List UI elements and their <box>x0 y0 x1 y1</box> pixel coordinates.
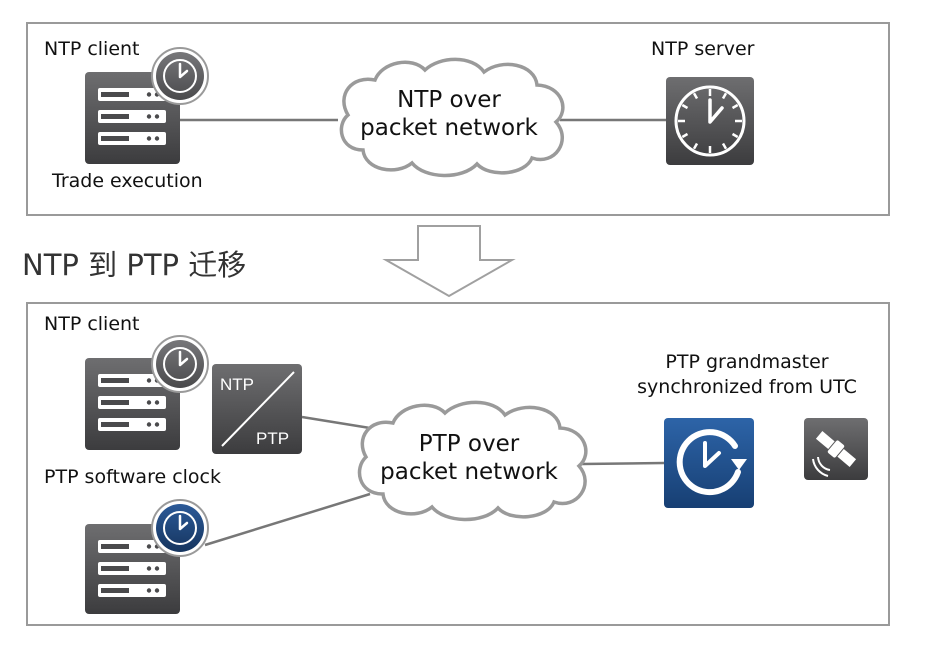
converter-top-label: NTP <box>220 375 254 394</box>
clock-icon <box>151 47 209 105</box>
server-icon <box>85 72 180 164</box>
satellite-icon <box>804 418 868 480</box>
ptp-software-clock-label: PTP software clock <box>44 466 221 488</box>
ntp-server-label: NTP server <box>651 38 755 60</box>
link-softclock-to-cloud <box>204 492 371 547</box>
server-icon <box>85 358 180 450</box>
down-arrow-icon <box>382 225 516 298</box>
ntp-server-clock-icon <box>666 77 754 165</box>
grandmaster-clock-icon <box>664 418 754 508</box>
converter-icon: NTP PTP <box>212 364 302 454</box>
link-converter-to-cloud <box>301 415 371 430</box>
cloud-icon <box>357 400 588 522</box>
ptp-cloud-line2: packet network <box>380 459 558 485</box>
ntp-client-label: NTP client <box>44 313 140 335</box>
software-clock-icon <box>151 499 209 557</box>
server-icon <box>85 524 180 614</box>
trade-execution-label: Trade execution <box>52 170 203 192</box>
grandmaster-line2: synchronized from UTC <box>637 376 857 398</box>
cloud-icon <box>339 57 565 178</box>
ptp-cloud-label: PTP over packet network <box>369 430 569 486</box>
ntp-cloud-label: NTP over packet network <box>349 86 549 142</box>
clock-icon <box>151 335 209 393</box>
link-cloud-to-grandmaster <box>581 461 665 466</box>
grandmaster-line1: PTP grandmaster <box>665 351 829 373</box>
ntp-cloud-line2: packet network <box>360 115 538 141</box>
ntp-client-label: NTP client <box>44 38 140 60</box>
ptp-cloud-line1: PTP over <box>418 431 520 457</box>
grandmaster-label: PTP grandmaster synchronized from UTC <box>620 350 874 400</box>
converter-bottom-label: PTP <box>256 429 289 448</box>
migration-title: NTP 到 PTP 迁移 <box>22 248 247 282</box>
ntp-cloud-line1: NTP over <box>397 87 501 113</box>
